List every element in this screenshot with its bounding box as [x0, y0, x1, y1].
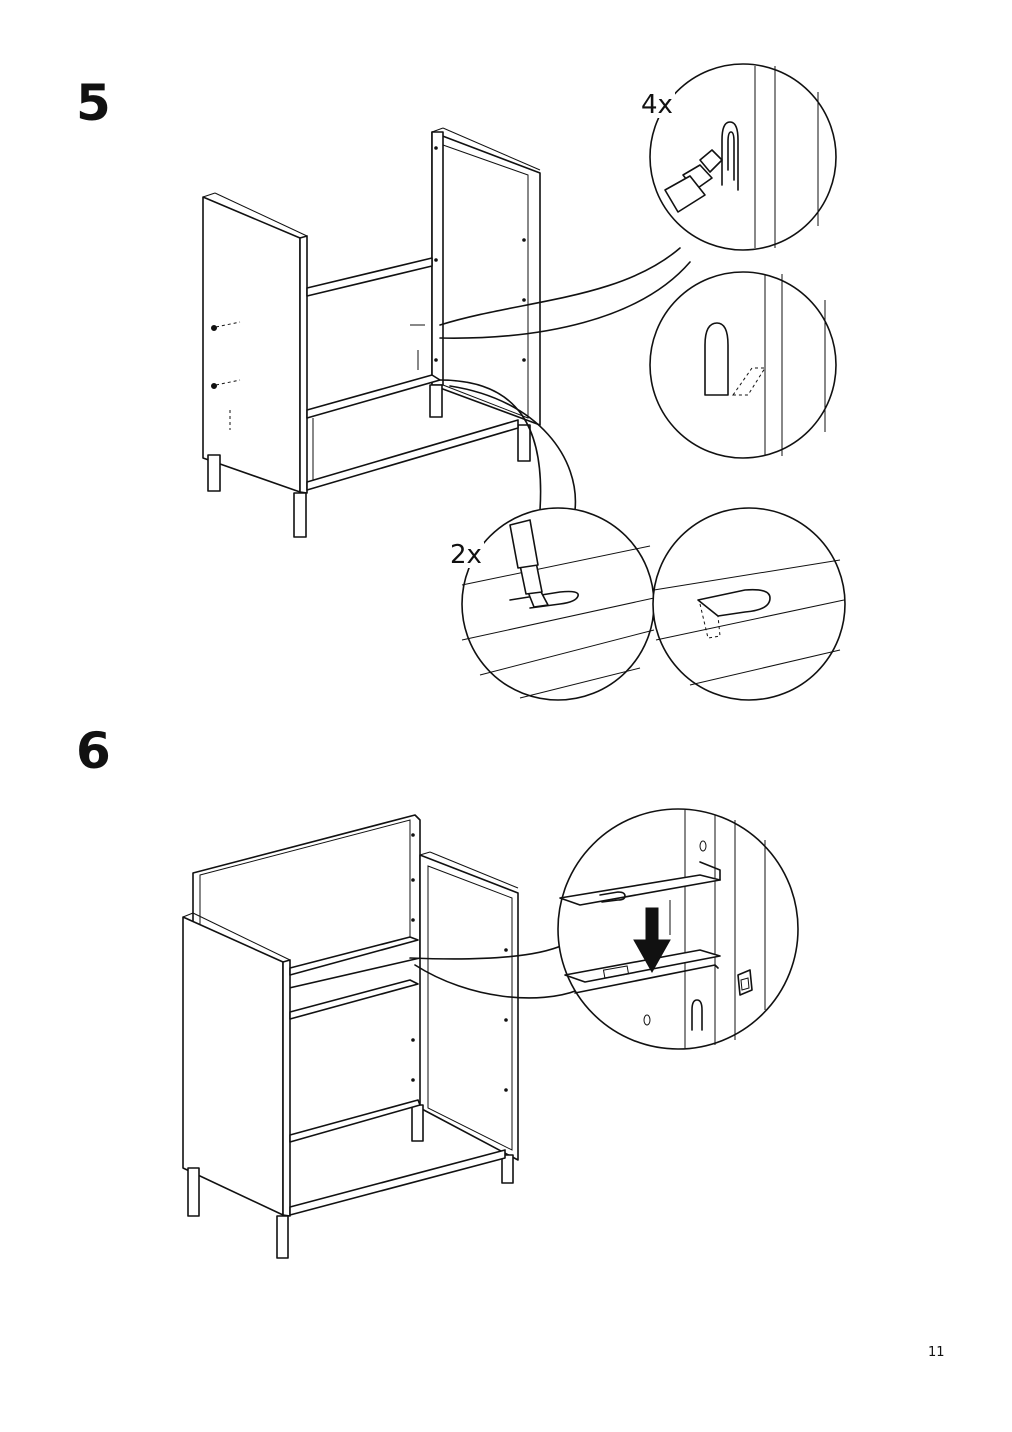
- callout-leader-4x: [440, 248, 680, 325]
- detail-shelf-drop: [558, 809, 798, 1049]
- detail-4x-result: [650, 272, 836, 458]
- step-5-number: 5: [76, 74, 111, 132]
- quantity-4x-label: 4x: [639, 90, 675, 120]
- callout-leader-2x: [440, 380, 541, 510]
- page-number: 11: [928, 1345, 945, 1360]
- detail-2x-insert: [462, 508, 654, 700]
- down-arrow-icon: [634, 908, 670, 972]
- detail-2x-result: [653, 508, 845, 700]
- screwdriver-icon: [510, 520, 548, 607]
- callout-leader-step6: [415, 965, 578, 998]
- detail-4x-insert: [650, 64, 836, 250]
- step-6-number: 6: [76, 722, 111, 780]
- quantity-2x-label: 2x: [448, 540, 484, 570]
- screwdriver-icon: [665, 150, 722, 212]
- step-5-frame-drawing: [203, 128, 540, 537]
- step-6-frame-drawing: [183, 815, 518, 1258]
